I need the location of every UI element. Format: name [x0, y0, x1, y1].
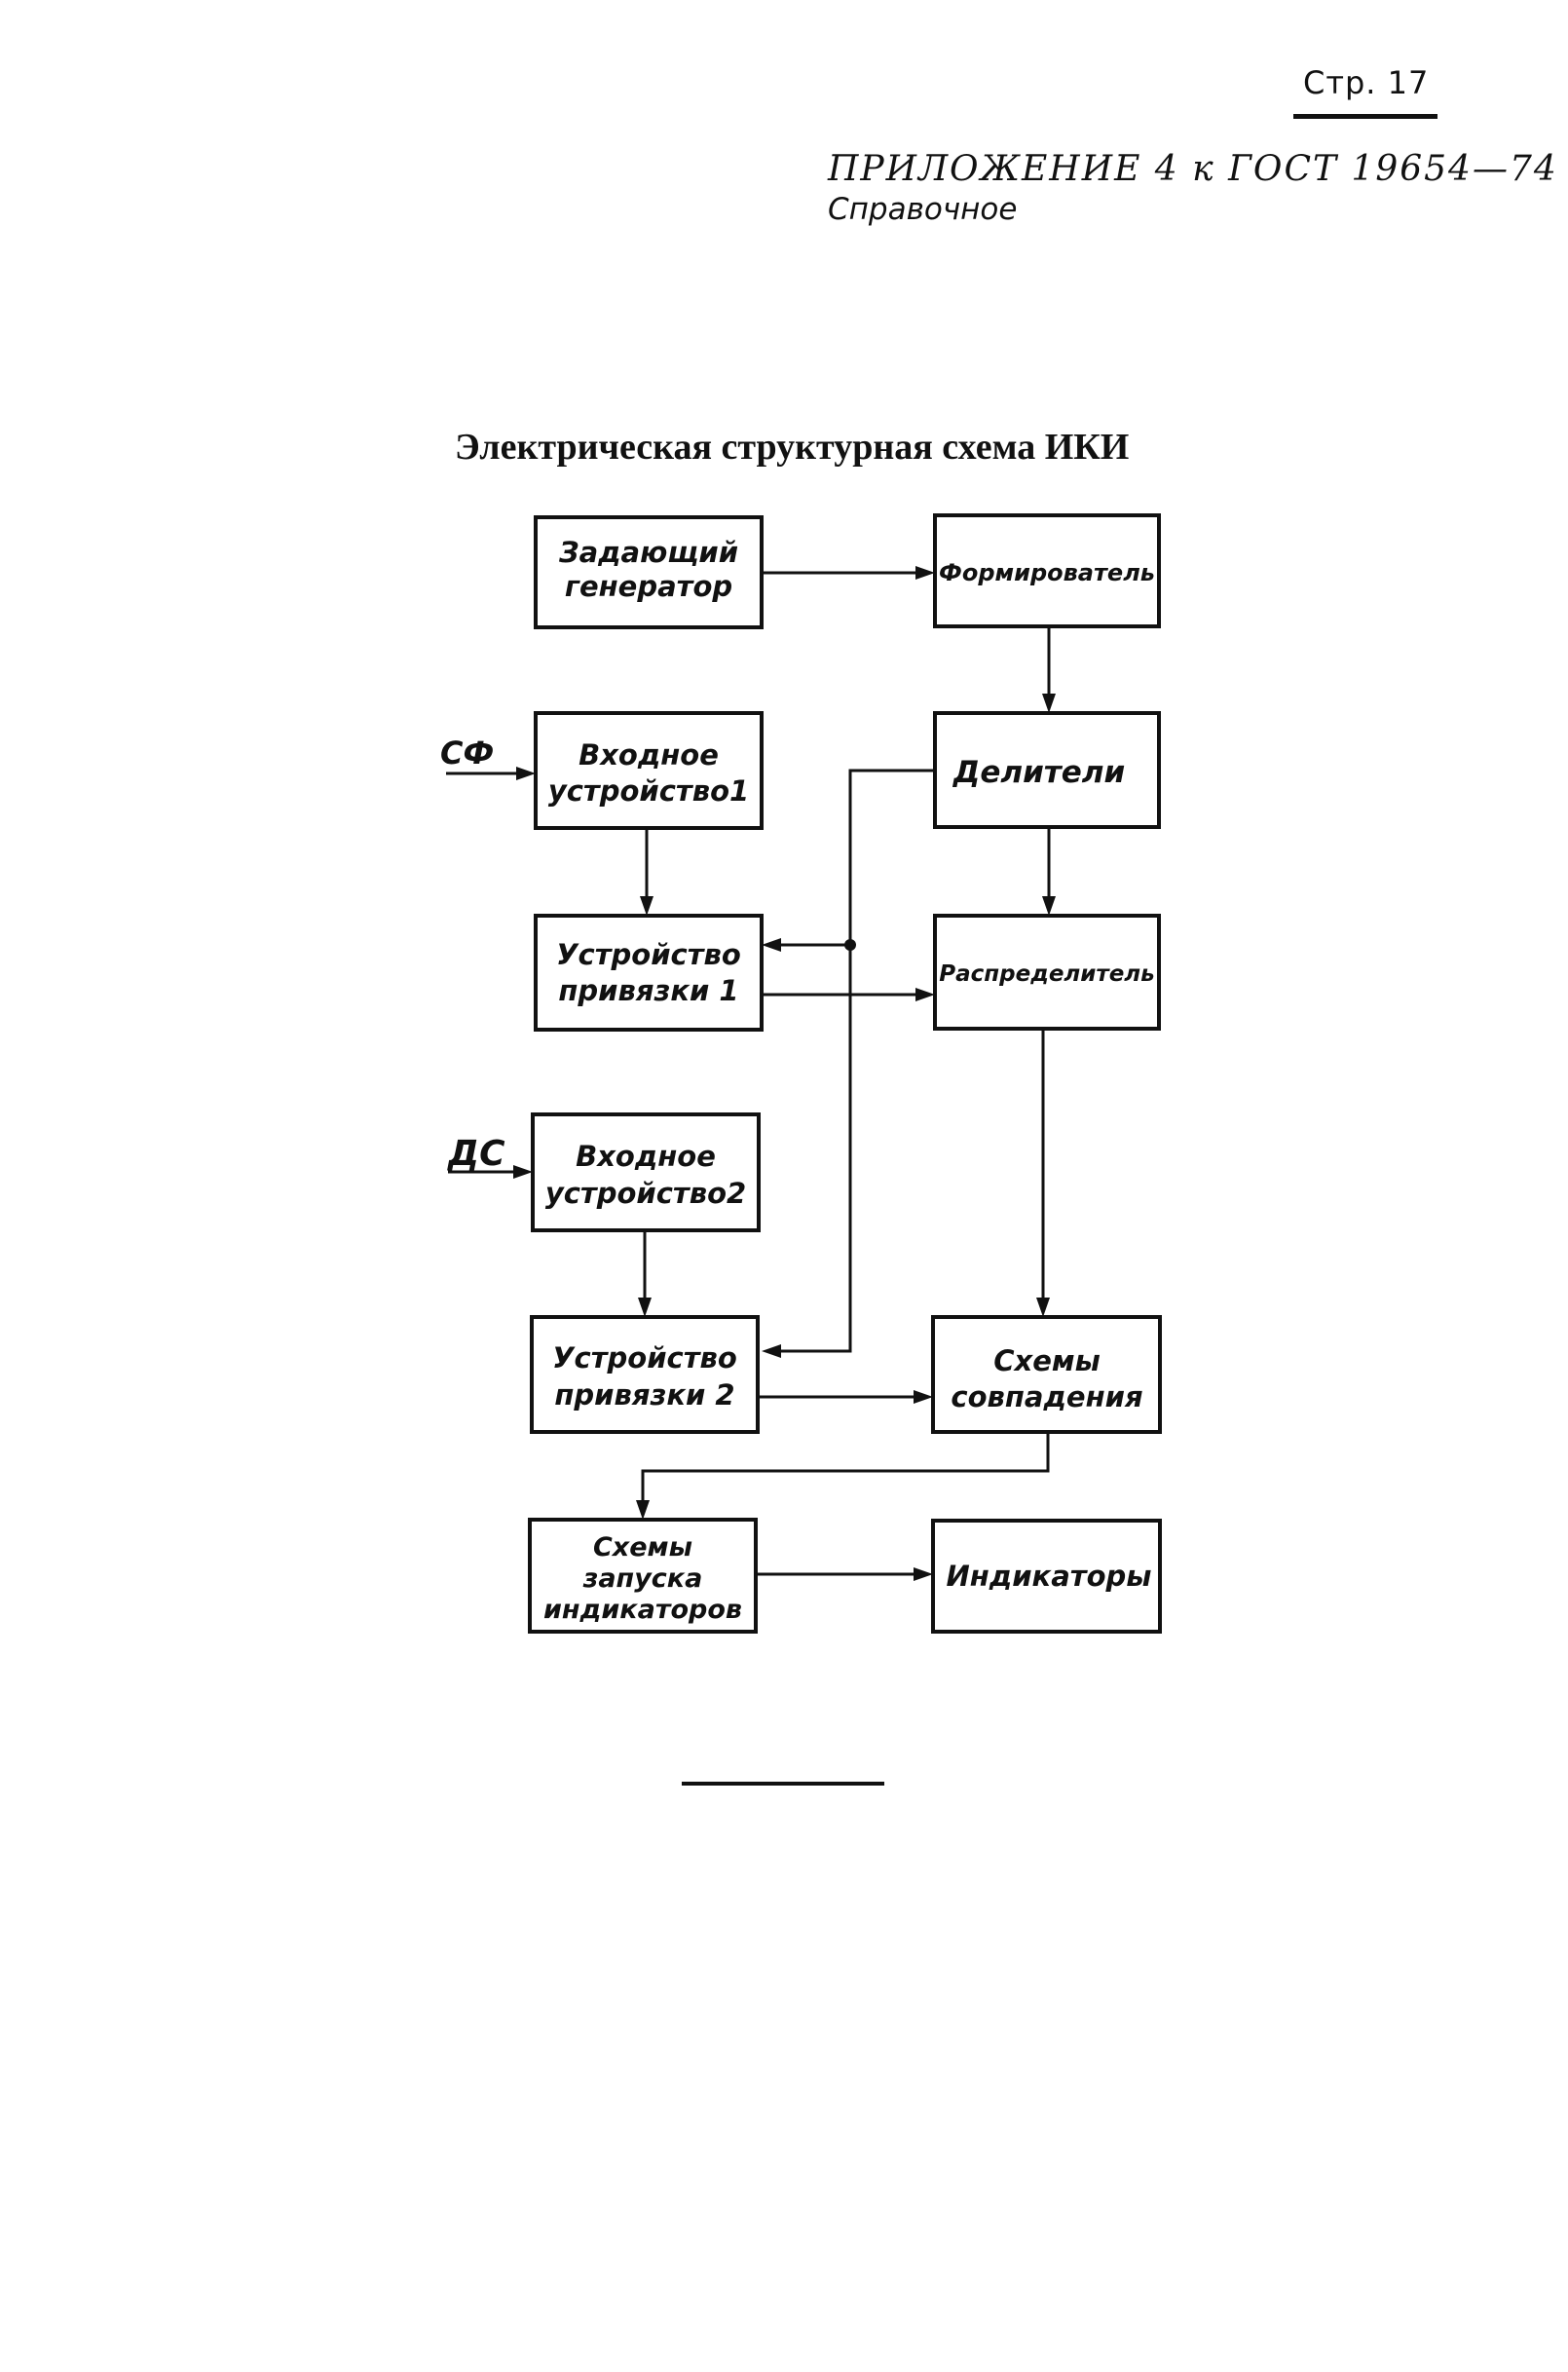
block-coincidence-circuits-line-2: совпадения [951, 1380, 1142, 1413]
wire-launch-circuits-to-indicators [756, 1567, 933, 1581]
wire-dividers-to-distributor [1042, 827, 1056, 916]
block-distributor-line-1: Распределитель [939, 961, 1154, 987]
block-master-generator: Задающий генератор [534, 515, 764, 629]
block-input-device-1: Входное устройство1 [534, 711, 764, 830]
block-input-device-2-line-1: Входное [576, 1140, 716, 1173]
block-input-device-2: Входное устройство2 [531, 1112, 761, 1232]
block-binding-device-1: Устройство привязки 1 [534, 914, 764, 1032]
block-input-device-2-line-2: устройство2 [545, 1177, 746, 1210]
wire-generator-to-shaper [762, 566, 935, 580]
page-number-underline [1293, 114, 1437, 119]
block-dividers-line-1: Делители [952, 755, 1125, 790]
block-coincidence-circuits-line-1: Схемы [993, 1344, 1101, 1377]
block-binding-device-2: Устройство привязки 2 [530, 1315, 760, 1434]
wire-input-sf-to-input-device-1 [446, 767, 536, 780]
block-master-generator-line-1: Задающий [558, 536, 738, 569]
wire-binding-device-1-to-distributor [762, 988, 935, 1001]
block-binding-device-2-line-2: привязки 2 [554, 1378, 734, 1412]
block-shaper: Формирователь [933, 513, 1161, 628]
block-binding-device-2-line-1: Устройство [552, 1341, 737, 1374]
wire-shaper-to-dividers [1042, 626, 1056, 713]
end-of-document-rule [682, 1782, 884, 1786]
block-dividers: Делители [933, 711, 1161, 829]
wire-dividers-feedback [762, 769, 935, 1358]
wire-coincidence-to-launch-circuits [636, 1432, 1050, 1520]
block-distributor: Распределитель [933, 914, 1161, 1031]
input-label-ds: ДС [447, 1134, 505, 1174]
block-coincidence-circuits: Схемы совпадения [931, 1315, 1162, 1434]
block-indicator-launch-circuits-line-2: запуска [582, 1563, 703, 1594]
diagram-title: Электрическая структурная схема ИКИ [455, 427, 1130, 468]
wire-input-device-1-to-binding-device-1 [640, 828, 653, 916]
appendix-subtitle: Справочное [828, 192, 1018, 227]
wire-distributor-to-coincidence [1036, 1029, 1050, 1317]
block-input-device-1-line-2: устройство1 [548, 774, 749, 808]
block-indicator-launch-circuits: Схемы запуска индикаторов [528, 1518, 758, 1634]
page-number: Стр. 17 [1303, 64, 1430, 101]
input-label-sf: СФ [440, 734, 494, 772]
appendix-title: ПРИЛОЖЕНИЕ 4 к ГОСТ 19654—74 [828, 149, 1558, 189]
block-binding-device-1-line-2: привязки 1 [558, 974, 738, 1007]
block-indicators: Индикаторы [931, 1519, 1162, 1634]
block-shaper-line-1: Формирователь [939, 559, 1155, 586]
wire-input-device-2-to-binding-device-2 [638, 1230, 652, 1317]
wire-input-ds-to-input-device-2 [448, 1165, 533, 1179]
block-master-generator-line-2: генератор [565, 570, 732, 603]
block-indicator-launch-circuits-line-3: индикаторов [543, 1595, 742, 1625]
block-input-device-1-line-1: Входное [579, 738, 719, 772]
wire-binding-device-2-to-coincidence [758, 1390, 933, 1404]
block-indicators-line-1: Индикаторы [946, 1560, 1151, 1593]
block-indicator-launch-circuits-line-1: Схемы [593, 1532, 692, 1563]
block-binding-device-1-line-1: Устройство [556, 938, 741, 971]
